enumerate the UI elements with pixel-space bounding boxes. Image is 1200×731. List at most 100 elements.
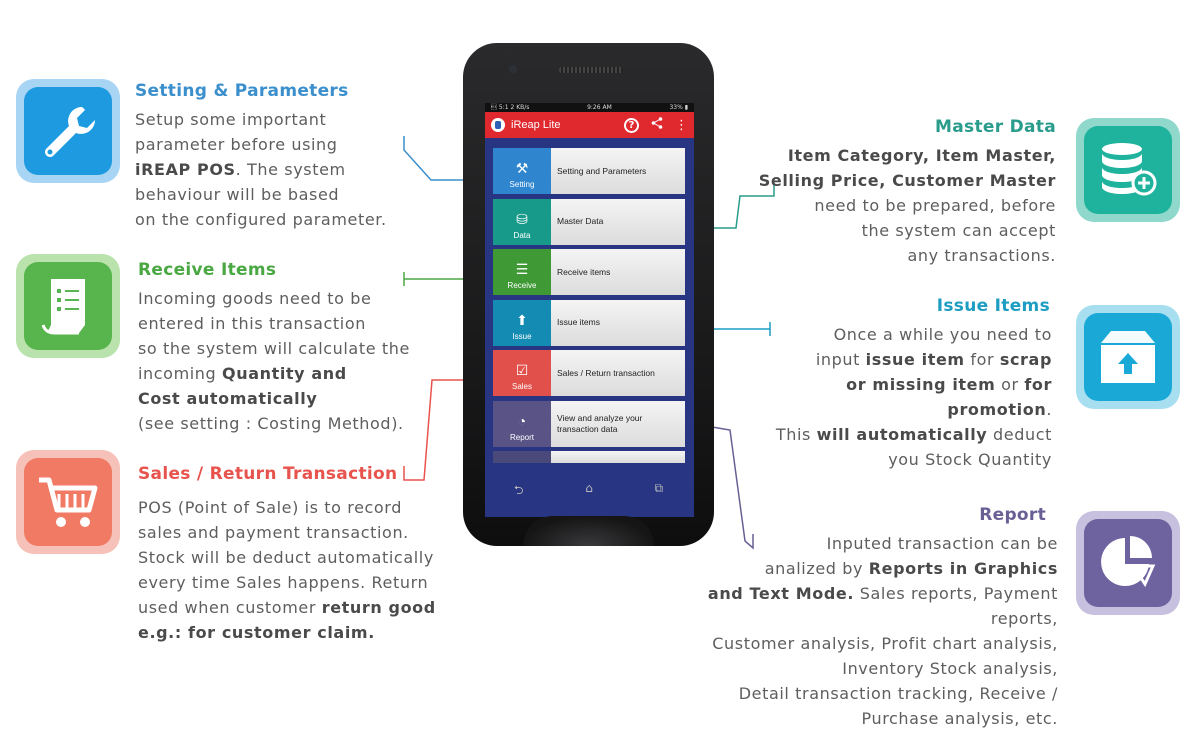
setting-tile	[16, 79, 120, 183]
description-line: Inputed transaction can be	[640, 531, 1058, 556]
menu-tile-label: Receive	[507, 281, 537, 290]
report-icon: ◔	[517, 412, 527, 429]
text-segment: iREAP POS	[135, 160, 236, 179]
text-segment: or	[995, 375, 1025, 394]
menu-item-receive[interactable]: ☰ Receive Receive items	[493, 249, 685, 295]
description-line: Setup some important	[135, 107, 435, 132]
text-segment: incoming	[138, 364, 222, 383]
menu-item-label: Sales / Return transaction	[551, 350, 685, 396]
description-line: parameter before using	[135, 132, 435, 157]
text-segment: any transactions.	[907, 246, 1056, 265]
recent-apps-icon[interactable]: ⧉	[654, 481, 664, 495]
text-segment: Selling Price, Customer Master	[758, 171, 1056, 190]
text-segment: Setup some important	[135, 110, 327, 129]
menu-item-label	[551, 451, 685, 463]
description-line: used when customer return good	[138, 595, 448, 620]
menu-tile-label: Setting	[509, 180, 535, 189]
setting-title: Setting & Parameters	[135, 81, 349, 101]
description-line: e.g.: for customer claim.	[138, 620, 448, 645]
text-segment: for promotion	[947, 375, 1052, 419]
app-title: iReap Lite	[511, 119, 561, 131]
earpiece-speaker	[559, 67, 623, 73]
text-segment: e.g.: for customer claim.	[138, 623, 375, 642]
description-line: or missing item or for promotion.	[740, 372, 1052, 422]
description-line: This will automatically deduct	[740, 422, 1052, 447]
description-line: and Text Mode. Sales reports, Payment re…	[640, 581, 1058, 631]
menu-tile-label: Sales	[511, 382, 532, 391]
overflow-menu-icon[interactable]: ⋮	[675, 117, 688, 133]
text-segment: analized by	[764, 559, 869, 578]
phone-device:  5:1 2 KB/s 9:26 AM 33% ▮ iReap Lite ? …	[463, 43, 714, 546]
description-line: Incoming goods need to be	[138, 286, 438, 311]
menu-item-partial[interactable]	[493, 451, 685, 463]
phone-chin	[523, 516, 654, 546]
text-segment: Inputed transaction can be	[826, 534, 1058, 553]
receive-description: Incoming goods need to be entered in this…	[138, 286, 438, 436]
text-segment: deduct	[987, 425, 1052, 444]
text-segment: Detail transaction tracking, Receive /	[738, 684, 1058, 703]
receive-icon: ☰	[515, 261, 529, 277]
sales-title: Sales / Return Transaction	[138, 464, 398, 484]
text-segment: used when customer	[138, 598, 322, 617]
description-line: (see setting : Costing Method).	[138, 411, 438, 436]
text-segment: This	[775, 425, 817, 444]
menu-tile: ⚒Setting	[493, 148, 551, 194]
issue-icon: ⬆	[516, 311, 528, 328]
sales-icon: ☑	[515, 362, 529, 378]
menu-tile: ⛁Data	[493, 198, 551, 245]
menu-item-label: Setting and Parameters	[551, 148, 685, 194]
description-line: entered in this transaction	[138, 311, 438, 336]
app-logo-icon	[491, 118, 505, 132]
receipt-icon	[41, 279, 85, 335]
text-segment: you Stock Quantity	[888, 450, 1052, 469]
description-line: Stock will be deduct automatically	[138, 545, 448, 570]
front-camera	[509, 65, 517, 73]
share-icon[interactable]	[651, 117, 663, 133]
description-line: iREAP POS. The system	[135, 157, 435, 182]
status-signal:  5:1 2 KB/s	[491, 104, 530, 111]
text-segment: Inventory Stock analysis,	[842, 659, 1058, 678]
sales-tile	[16, 450, 120, 554]
description-line: Customer analysis, Profit chart analysis…	[640, 631, 1058, 656]
menu-tile-label: Issue	[512, 331, 532, 341]
master-data-description: Item Category, Item Master, Selling Price…	[740, 143, 1056, 268]
help-icon[interactable]: ?	[624, 117, 639, 133]
menu-tile-label: Report	[509, 432, 534, 442]
text-segment: so the system will calculate the	[138, 339, 410, 358]
description-line: sales and payment transaction.	[138, 520, 448, 545]
description-line: so the system will calculate the	[138, 336, 438, 361]
text-segment: sales and payment transaction.	[138, 523, 409, 542]
wrench-icon	[44, 107, 95, 157]
text-segment: Sales reports, Payment reports,	[854, 584, 1058, 628]
database-add-icon	[1102, 143, 1157, 196]
menu-tile: ⬆ Issue	[493, 299, 551, 346]
description-line: need to be prepared, before	[740, 193, 1056, 218]
receive-title: Receive Items	[138, 260, 277, 280]
description-line: Item Category, Item Master,	[740, 143, 1056, 168]
box-upload-icon	[1101, 331, 1155, 383]
description-line: POS (Point of Sale) is to record	[138, 495, 448, 520]
master-data-tile	[1076, 118, 1180, 222]
text-segment: Quantity and	[222, 364, 347, 383]
data-icon: ⛁	[516, 210, 528, 227]
back-icon[interactable]: ⮌	[513, 483, 524, 497]
text-segment: Item Category, Item Master,	[787, 146, 1056, 165]
text-segment: will automatically	[816, 425, 988, 444]
menu-item-issue[interactable]: ⬆ Issue Issue items	[493, 299, 685, 346]
menu-tile: ☰ Receive	[493, 249, 551, 295]
text-segment: . The system	[235, 160, 346, 179]
issue-tile	[1076, 305, 1180, 409]
home-icon[interactable]: ⌂	[585, 481, 593, 495]
text-segment: Customer analysis, Profit chart analysis…	[712, 634, 1058, 653]
text-segment: entered in this transaction	[138, 314, 366, 333]
setting-feature: Setting & Parameters Setup some importan…	[135, 79, 435, 232]
text-segment: input	[815, 350, 866, 369]
menu-item-label: Issue items	[551, 299, 685, 346]
menu-item-label: Receive items	[551, 249, 685, 295]
menu-item-sales[interactable]: ☑ Sales Sales / Return transaction	[493, 350, 685, 396]
